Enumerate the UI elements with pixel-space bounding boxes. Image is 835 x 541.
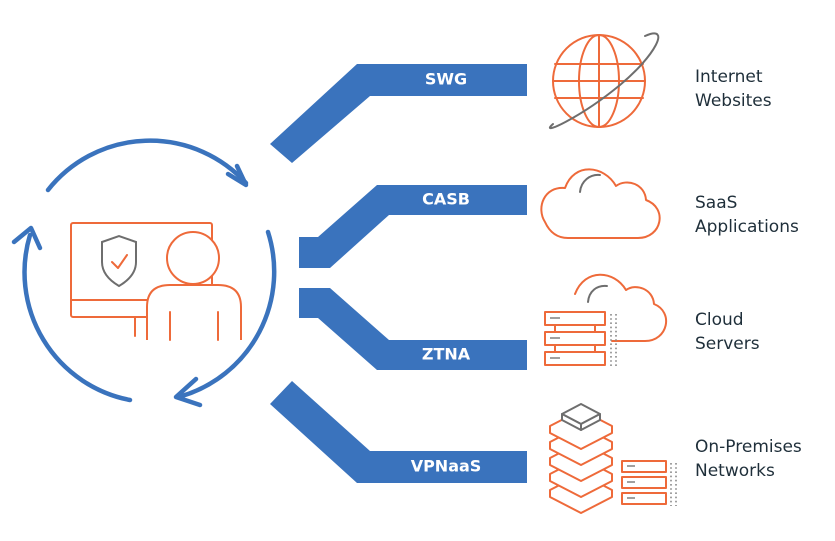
- cloud-icon: [540, 168, 661, 239]
- svg-text:Servers: Servers: [695, 334, 760, 354]
- svg-text:Applications: Applications: [695, 217, 799, 237]
- channel-band-swg: SWG: [270, 64, 527, 163]
- cycle-arrows-icon: [11, 138, 277, 408]
- cloud-server-icon: [544, 273, 668, 366]
- svg-text:Internet: Internet: [695, 67, 763, 87]
- destination-label-vpnaas: On-Premises Networks: [695, 437, 802, 481]
- channel-label-vpnaas: VPNaaS: [411, 457, 482, 476]
- channel-band-vpnaas: VPNaaS: [270, 381, 527, 483]
- channel-band-casb: CASB: [299, 185, 527, 268]
- on-premises-stack-icon: [549, 403, 677, 514]
- svg-text:Websites: Websites: [695, 91, 772, 111]
- channel-label-casb: CASB: [422, 190, 470, 209]
- svg-text:Networks: Networks: [695, 461, 775, 481]
- channel-label-ztna: ZTNA: [422, 345, 471, 364]
- secure-user-workstation-icon: [70, 222, 242, 341]
- channel-band-ztna: ZTNA: [299, 288, 527, 370]
- svg-text:Cloud: Cloud: [695, 310, 744, 330]
- channel-label-swg: SWG: [425, 70, 467, 89]
- svg-text:SaaS: SaaS: [695, 193, 737, 213]
- globe-icon: [549, 32, 660, 130]
- destination-label-swg: Internet Websites: [695, 67, 772, 111]
- destination-label-casb: SaaS Applications: [695, 193, 799, 237]
- destination-label-ztna: Cloud Servers: [695, 310, 760, 354]
- svg-text:On-Premises: On-Premises: [695, 437, 802, 457]
